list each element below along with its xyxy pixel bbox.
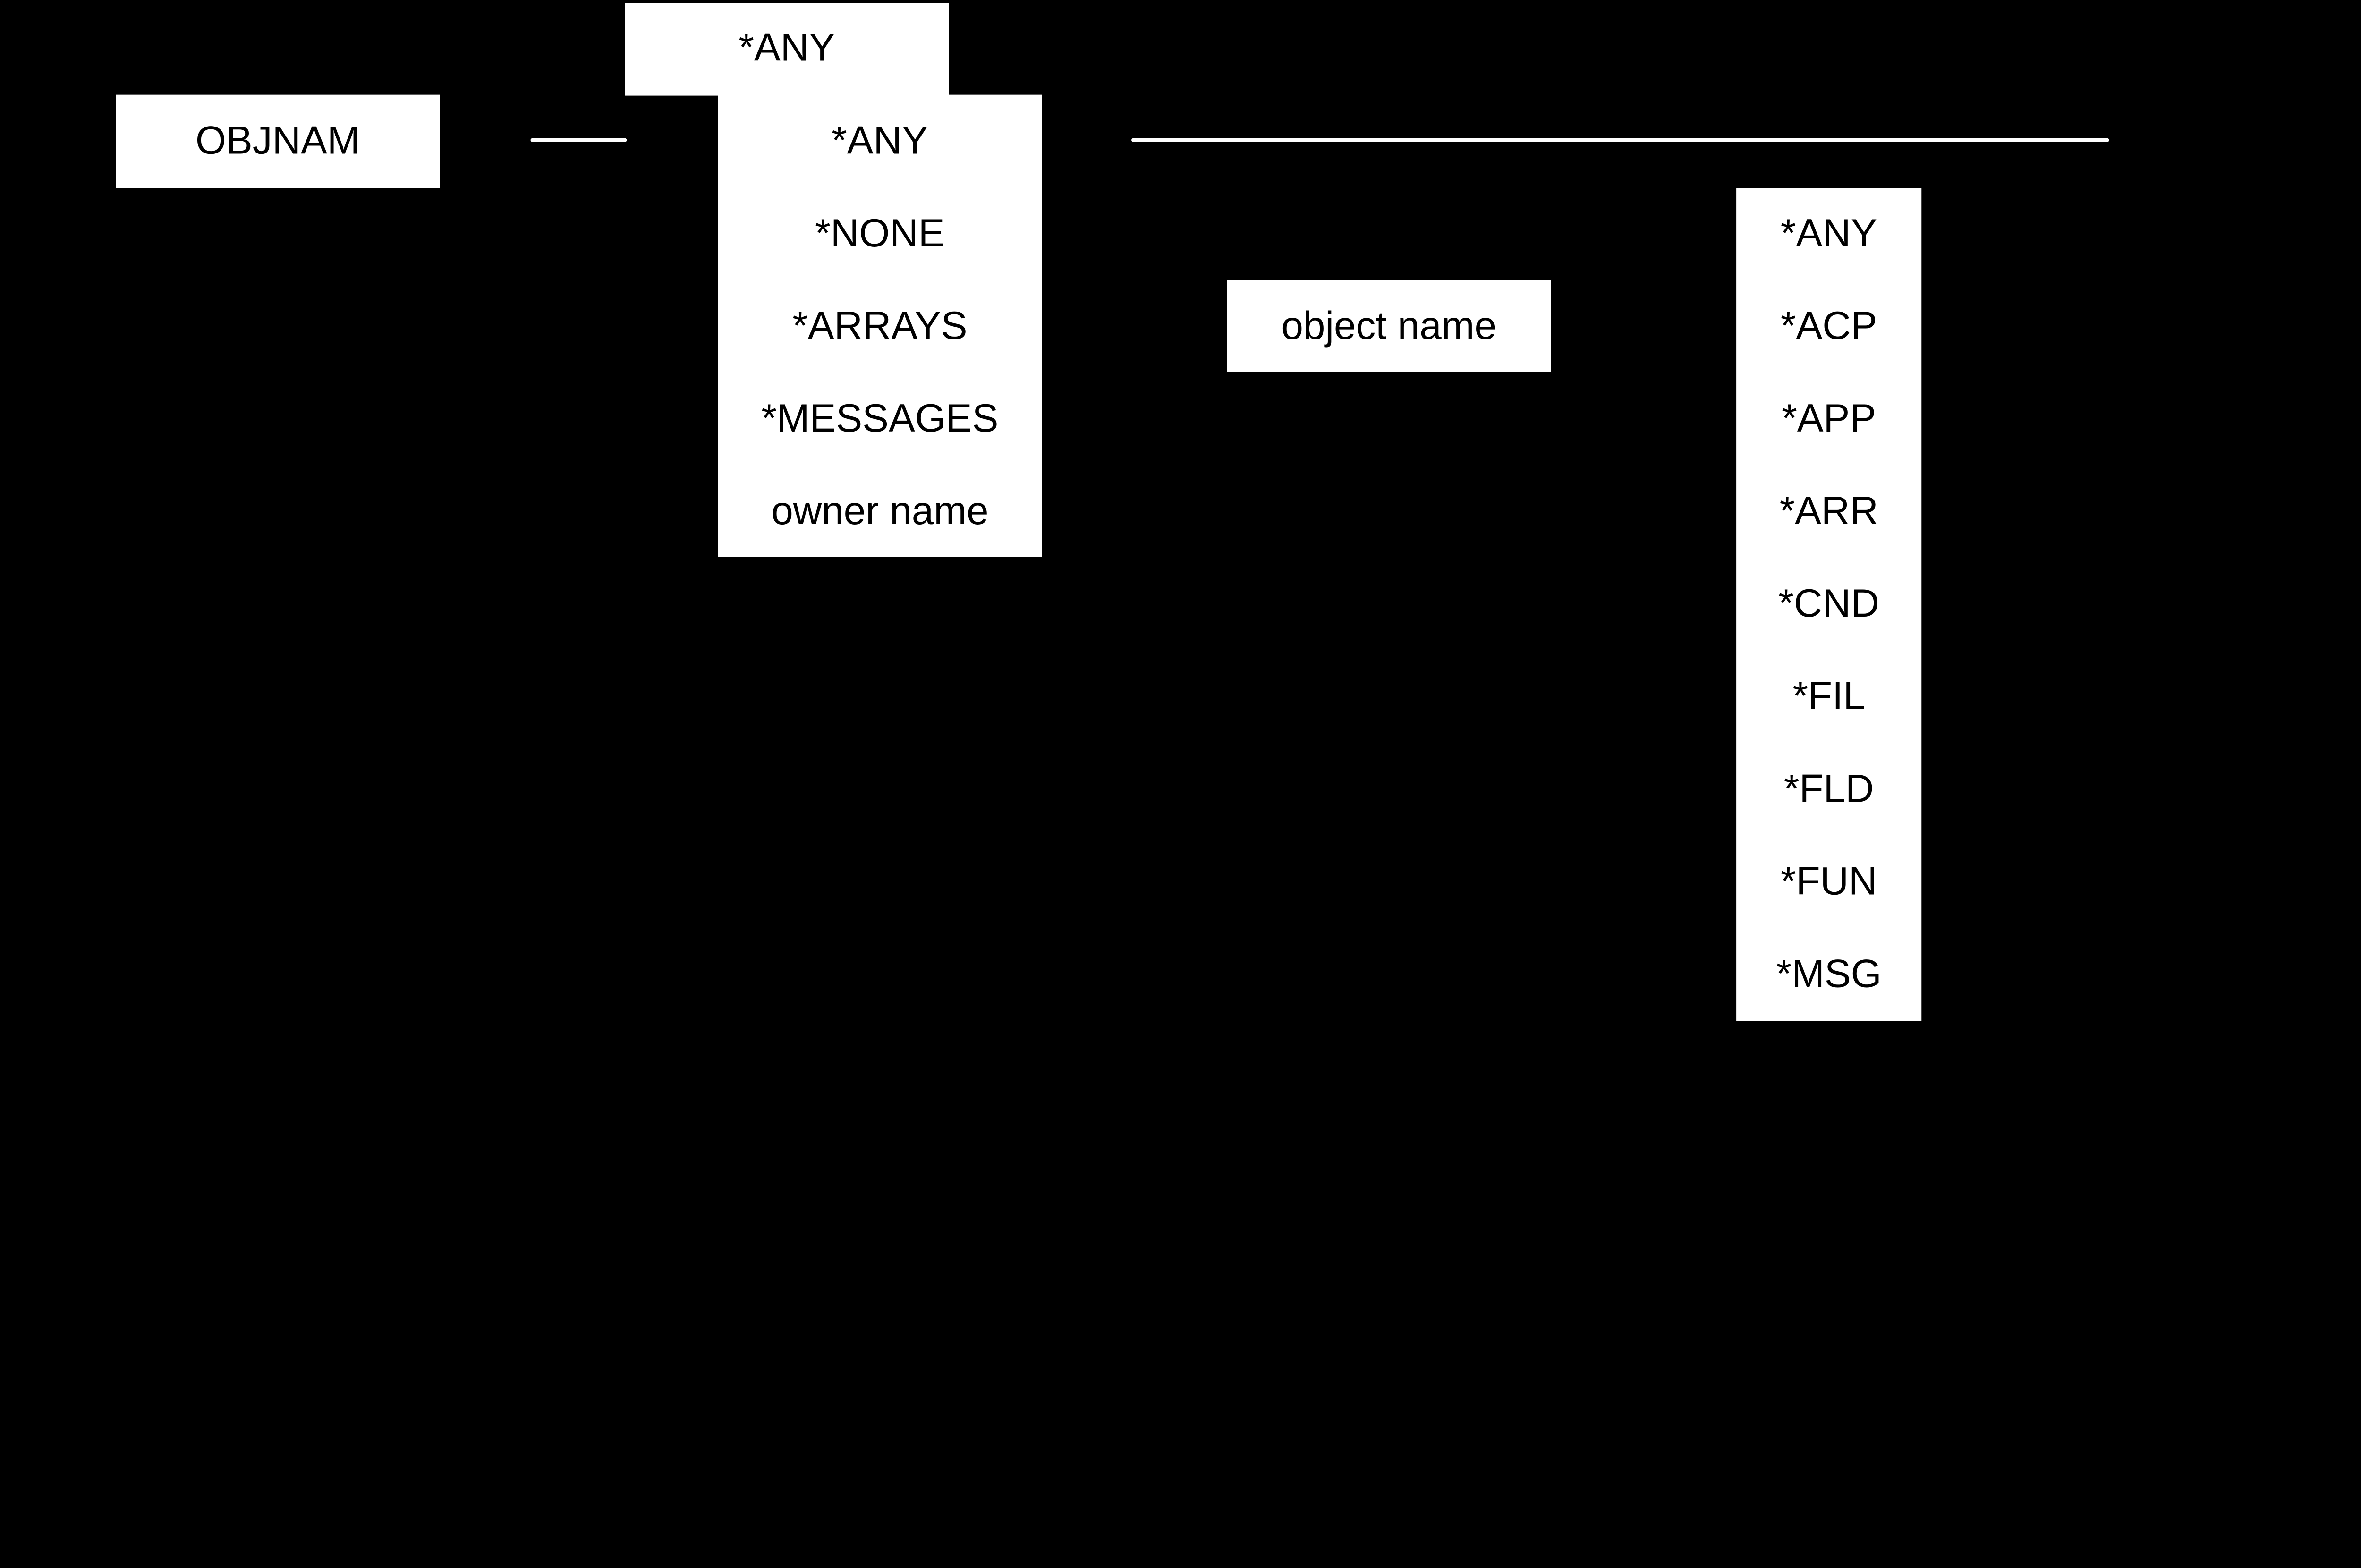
object-name-label: object name — [1281, 303, 1496, 348]
top-option-label: *ANY — [739, 25, 835, 69]
type-options-box: *ANY *ACP *APP *ARR *CND *FIL *FLD *FUN … — [1736, 188, 1922, 1021]
type-option: *ANY — [1781, 211, 1877, 255]
syntax-diagram: OBJNAM *ANY *ANY *NONE *ARRAYS *MESSAGES… — [116, 3, 2109, 1021]
owner-options-box: *ANY *NONE *ARRAYS *MESSAGES owner name — [718, 94, 1042, 557]
owner-option: *ANY — [832, 118, 928, 162]
type-option: *CND — [1778, 581, 1879, 625]
owner-option: owner name — [771, 488, 988, 533]
owner-option: *ARRAYS — [792, 303, 967, 348]
type-option: *APP — [1782, 396, 1876, 440]
type-option: *MSG — [1776, 951, 1882, 995]
keyword-label: OBJNAM — [195, 118, 360, 162]
owner-option: *MESSAGES — [761, 396, 998, 440]
owner-option: *NONE — [815, 211, 944, 255]
type-option: *FIL — [1792, 673, 1865, 718]
type-option: *ARR — [1780, 488, 1878, 533]
object-name-box: object name — [1227, 280, 1551, 372]
type-option: *ACP — [1781, 303, 1877, 348]
type-option: *FLD — [1784, 766, 1874, 810]
top-option-box: *ANY — [625, 3, 949, 96]
keyword-box: OBJNAM — [116, 94, 440, 188]
type-option: *FUN — [1781, 858, 1877, 903]
